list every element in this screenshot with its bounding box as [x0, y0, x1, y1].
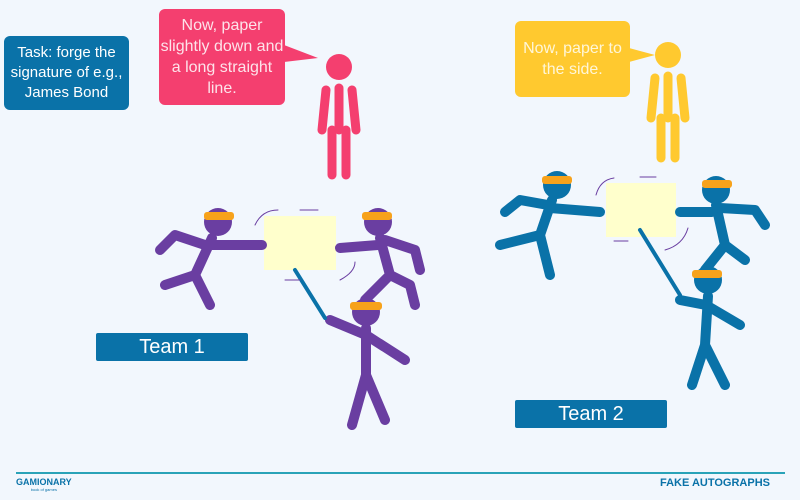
- team1-label: Team 1: [96, 333, 248, 361]
- guide-figure-pink: [317, 54, 361, 180]
- footer-divider: [16, 472, 785, 474]
- paper: [264, 216, 336, 270]
- motion-arrows: [254, 176, 689, 281]
- speech-tail: [629, 48, 655, 62]
- pen: [638, 228, 682, 297]
- footer-title: FAKE AUTOGRAPHS: [659, 477, 770, 489]
- team1-figures: [155, 208, 425, 430]
- logo-tagline: book of games: [30, 487, 57, 492]
- guide-figure-yellow: [646, 42, 690, 163]
- team2-label: Team 2: [515, 400, 667, 428]
- blindfolds: [204, 176, 732, 310]
- speech-bubble-team2: Now, paper to the side.: [515, 21, 630, 97]
- logo-text: GAMIONARY: [16, 477, 72, 487]
- task-box: Task: forge the signature of e.g., James…: [4, 36, 129, 110]
- speech-bubble-team1: Now, paper slightly down and a long stra…: [159, 9, 285, 105]
- paper: [606, 183, 676, 237]
- speech-tail: [284, 45, 318, 62]
- pen: [293, 268, 327, 320]
